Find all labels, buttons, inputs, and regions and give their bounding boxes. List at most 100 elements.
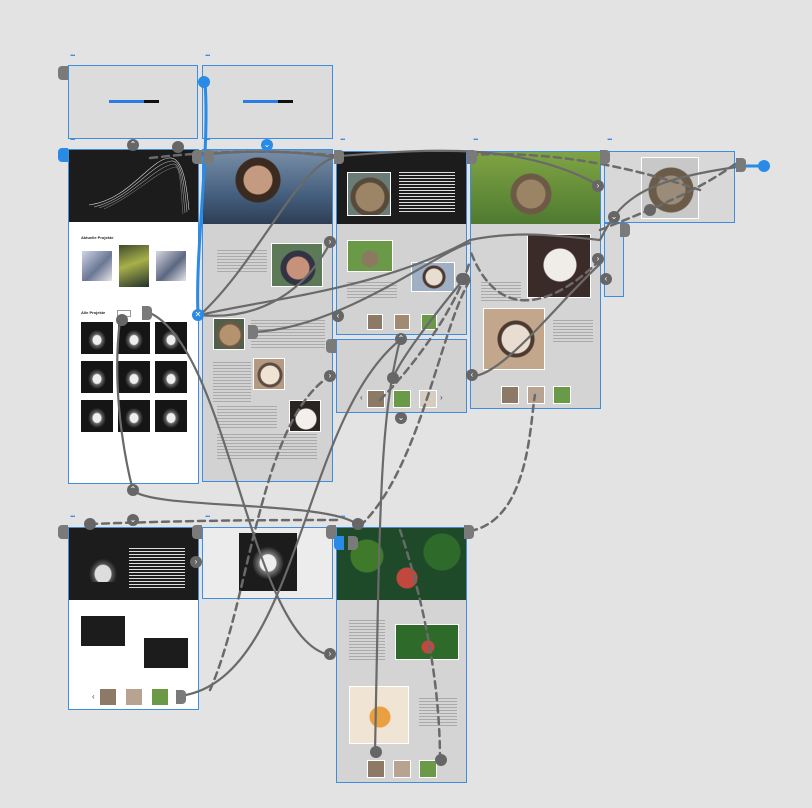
cat-photo [213,318,245,350]
artboard-illustration[interactable] [336,527,467,783]
connector-endpoint[interactable] [758,160,770,172]
chevron-left-icon[interactable]: ‹ [466,369,478,381]
interaction-tab[interactable] [192,150,202,164]
interaction-tab[interactable] [58,525,68,539]
carousel-thumb[interactable] [367,760,385,778]
interaction-tab[interactable] [58,66,68,80]
interaction-tab[interactable] [620,223,630,237]
artboard-loader-2[interactable] [202,65,333,139]
project-grid-thumb[interactable] [81,400,113,432]
artboard-tag[interactable]: ... [70,48,75,58]
project-grid-thumb[interactable] [81,322,113,354]
chevron-left-icon[interactable]: ‹ [360,393,363,402]
carousel-thumb[interactable] [527,386,545,404]
interaction-tab[interactable] [248,325,258,339]
section-heading-current: Aktuelle Projekte [81,235,114,240]
artboard-tag[interactable]: ... [70,509,75,519]
artboard-home[interactable]: Aktuelle Projekte Alle Projekte [68,149,199,484]
carousel-thumb[interactable] [393,760,411,778]
chevron-left-icon[interactable]: ‹ [600,273,612,285]
chevron-right-icon[interactable]: › [592,180,604,192]
carousel-thumb[interactable] [421,314,437,330]
connector-endpoint[interactable] [198,76,210,88]
carousel-thumb[interactable] [501,386,519,404]
connector-endpoint[interactable] [84,518,96,530]
interaction-tab[interactable] [176,690,186,704]
artboard-tag[interactable]: ... [340,509,345,519]
artboard-lightbox[interactable] [604,151,735,223]
loading-bar-fill [109,100,144,103]
project-grid-thumb[interactable] [155,361,187,393]
artboard-project-splash[interactable] [202,527,333,599]
carousel-thumb[interactable] [367,314,383,330]
chevron-up-icon[interactable]: ⌃ [127,139,139,151]
gallery-text [481,282,521,302]
chevron-right-icon[interactable]: › [324,648,336,660]
interaction-tab[interactable] [204,150,214,164]
chevron-up-icon[interactable]: ⌃ [127,484,139,496]
artboard-project-dark[interactable]: ‹ [68,527,199,710]
interaction-tab[interactable] [326,339,336,353]
connector-endpoint[interactable] [352,518,364,530]
project-thumbnail[interactable] [155,250,187,282]
carousel-thumb[interactable] [419,760,437,778]
carousel-thumb[interactable] [367,390,385,408]
chevron-left-icon[interactable]: ‹ [92,692,95,701]
chevron-left-icon[interactable]: ‹ [332,310,344,322]
interaction-tab[interactable] [326,525,336,539]
artboard-cat-gallery[interactable] [470,151,601,409]
interaction-tab[interactable] [334,150,344,164]
project-thumbnail[interactable] [118,244,150,288]
interaction-tab[interactable] [467,150,477,164]
connector-endpoint[interactable] [456,273,468,285]
carousel-thumb[interactable] [394,314,410,330]
interaction-tab[interactable] [600,150,610,164]
interaction-tab[interactable] [192,525,202,539]
interaction-tab-selected[interactable] [334,536,344,550]
chevron-right-icon[interactable]: › [440,393,443,402]
project-grid-thumb[interactable] [118,322,150,354]
connector-endpoint[interactable] [435,754,447,766]
artboard-tag[interactable]: ... [607,132,612,142]
carousel-thumb[interactable] [125,688,143,706]
artboard-tag[interactable]: ... [473,132,478,142]
project-grid-thumb[interactable] [118,361,150,393]
connector-endpoint[interactable] [644,204,656,216]
interaction-tab[interactable] [142,306,152,320]
chevron-down-icon[interactable]: ⌄ [261,139,273,151]
artboard-tag[interactable]: ... [205,509,210,519]
carousel-thumb[interactable] [393,390,411,408]
artboard-about[interactable] [202,149,333,482]
project-grid-thumb[interactable] [155,400,187,432]
project-grid-thumb[interactable] [155,322,187,354]
connector-endpoint[interactable] [370,746,382,758]
artboard-carousel[interactable]: ‹ › [336,339,467,413]
project-thumbnail[interactable] [81,250,113,282]
project-grid-thumb[interactable] [81,361,113,393]
close-icon[interactable]: ✕ [192,309,204,321]
interaction-tab[interactable] [736,158,746,172]
chevron-down-icon[interactable]: ⌄ [127,514,139,526]
carousel-thumb[interactable] [553,386,571,404]
artboard-loader-1[interactable] [68,65,198,139]
project-grid-thumb[interactable] [118,400,150,432]
chevron-right-icon[interactable]: › [324,236,336,248]
artboard-tag[interactable]: ... [205,48,210,58]
carousel-thumb[interactable] [419,390,437,408]
chevron-down-icon[interactable]: ⌄ [395,412,407,424]
chevron-right-icon[interactable]: › [324,370,336,382]
artboard-cat-detail[interactable] [336,151,467,335]
interaction-tab[interactable] [464,525,474,539]
connector-endpoint[interactable] [116,314,128,326]
interaction-tab[interactable] [58,148,68,162]
chevron-up-icon[interactable]: ⌃ [395,333,407,345]
chevron-right-icon[interactable]: › [190,556,202,568]
carousel-thumb[interactable] [151,688,169,706]
connector-endpoint[interactable] [172,141,184,153]
carousel-thumb[interactable] [99,688,117,706]
chevron-right-icon[interactable]: › [592,253,604,265]
interaction-tab[interactable] [348,536,358,550]
chevron-down-icon[interactable]: ⌄ [608,211,620,223]
artboard-tag[interactable]: ... [340,132,345,142]
connector-endpoint[interactable] [387,372,399,384]
